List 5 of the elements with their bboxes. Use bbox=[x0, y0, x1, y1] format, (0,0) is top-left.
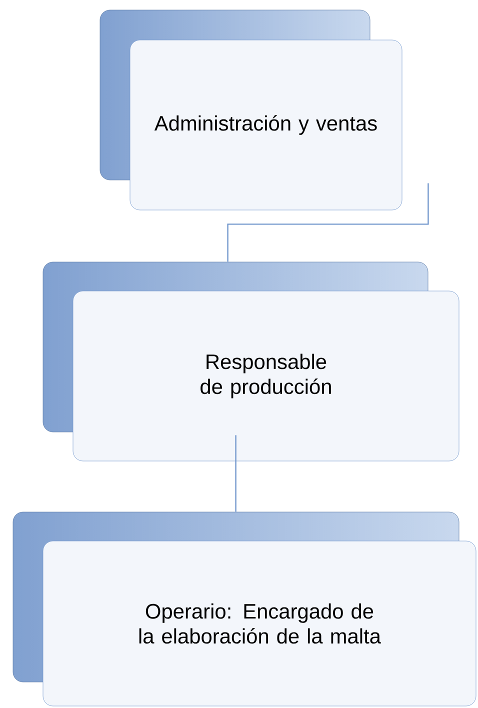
connector-line bbox=[235, 435, 236, 512]
process-box: Responsable de producción bbox=[72, 290, 460, 462]
connector-line bbox=[227, 183, 429, 262]
process-box: Administración y ventas bbox=[130, 40, 402, 210]
process-box: Operario: Encargado de la elaboración de la malta bbox=[42, 540, 476, 706]
